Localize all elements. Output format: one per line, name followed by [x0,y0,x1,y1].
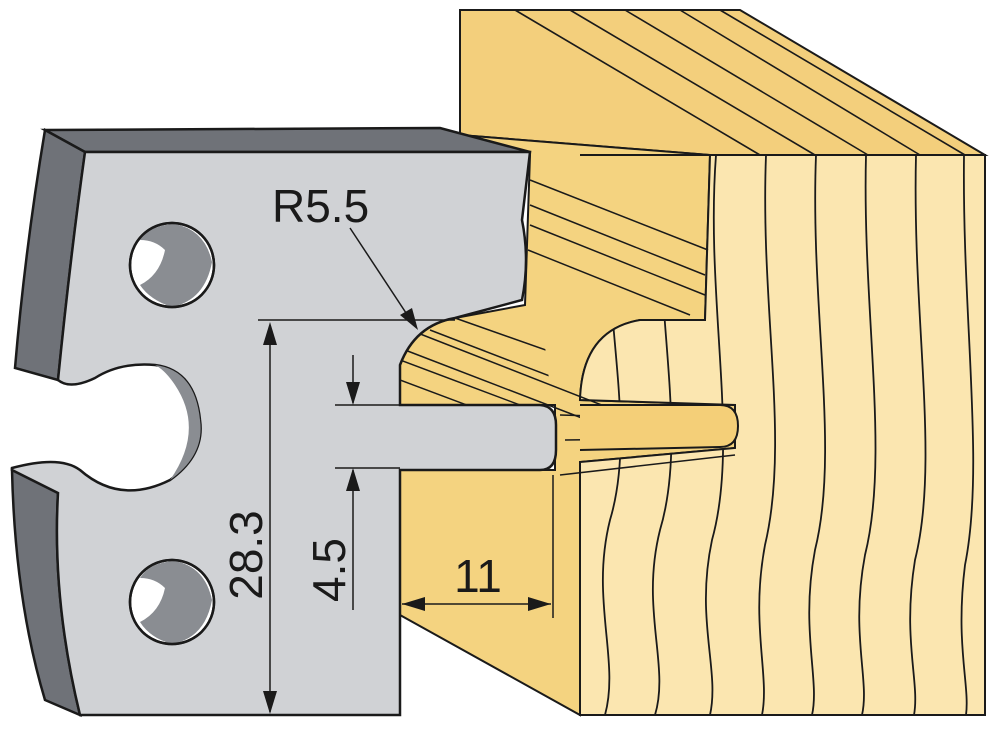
wood-front-face [578,154,986,716]
dimension-lines [258,227,554,714]
cutter-knife-icon [10,126,558,718]
dim-radius-leader [349,227,413,323]
dim-tongue-arrow-bottom [346,468,360,491]
dim-height-arrow-bottom [263,691,277,714]
dim-radius-arrow [400,308,418,330]
dim-depth-label: 11 [454,550,502,602]
knife-hole-upper [128,221,216,309]
wood-block-icon [399,9,989,717]
dim-tongue-arrow-top [346,382,360,405]
dim-height-label: 28.3 [220,510,272,600]
knife-hole-lower [128,558,216,646]
dim-depth-arrow-left [402,597,425,611]
dim-depth-arrow-right [528,597,551,611]
knife-notch-shade [155,365,201,480]
dim-tongue-label: 4.5 [303,538,355,602]
dim-height-arrow-top [263,322,277,345]
dim-radius-label: R5.5 [272,180,369,232]
wood-top-grain [514,9,966,156]
knife-edge-top [40,126,531,154]
wood-tongue-groove [579,404,740,451]
wood-grain-lines [601,155,975,715]
